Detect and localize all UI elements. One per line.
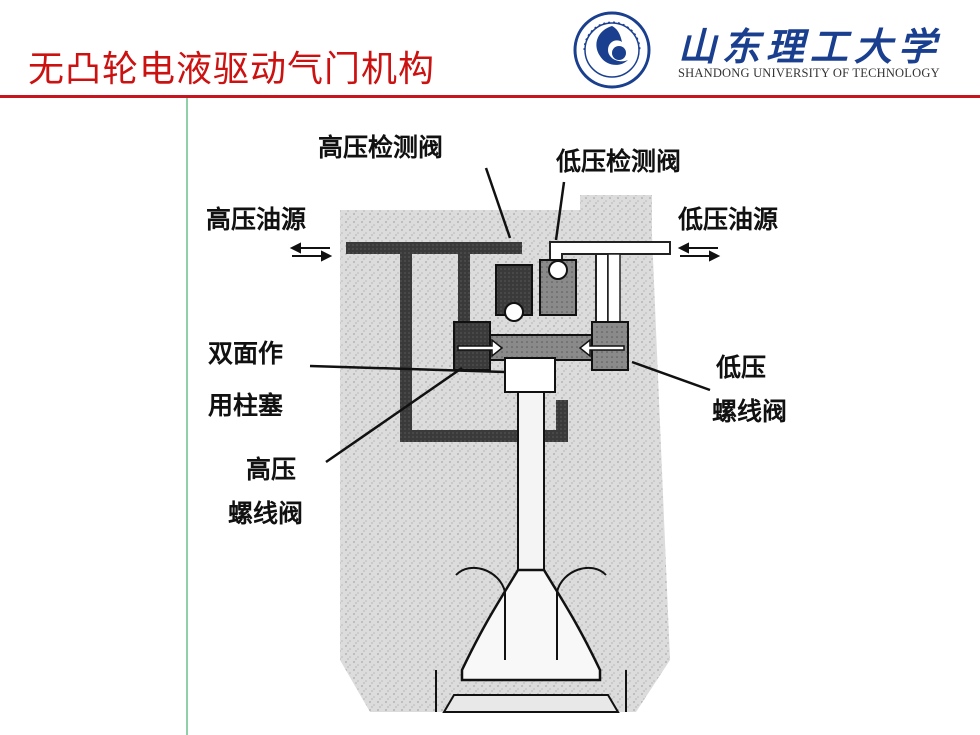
university-name-en: SHANDONG UNIVERSITY OF TECHNOLOGY [678,66,940,80]
engine-block-background [340,195,670,712]
leader-lp-solenoid [631,360,711,392]
valve-stem [517,391,545,593]
header-divider [0,95,980,98]
university-name-cn: 山东理工大学 [678,24,943,69]
label-hp-oil-source: 高压油源 [206,205,307,234]
valve-mechanism-diagram: 高压检测阀 低压检测阀 高压油源 低压油源 双面作 用柱塞 低压 螺线阀 高压 … [200,100,840,730]
hp-check-valve-ball [504,302,524,322]
label-hp-check-valve: 高压检测阀 [318,133,444,162]
valve-seat [442,694,620,713]
hp-flow-arrow [457,338,504,358]
hp-source-arrows [289,242,333,262]
label-double-plunger-line2: 用柱塞 [208,391,284,420]
university-logo: 山东理工大学 SHANDONG UNIVERSITY OF TECHNOLOGY [572,6,972,94]
leader-double-plunger [309,364,506,374]
hp-supply-line [346,242,522,254]
label-lp-check-valve: 低压检测阀 [556,147,682,176]
left-margin-line [186,98,188,735]
leader-hp-check [484,167,512,239]
double-acting-plunger [504,357,556,393]
hp-vertical-line-mid [458,242,470,337]
valve-head [460,568,602,682]
label-hp-solenoid-line1: 高压 [246,455,297,484]
label-double-plunger-line1: 双面作 [208,339,284,368]
slide-title: 无凸轮电液驱动气门机构 [28,49,436,90]
label-lp-solenoid-line2: 螺线阀 [712,397,788,426]
hp-vertical-line-left [400,242,412,442]
lp-source-arrows [677,242,721,262]
university-emblem-icon [573,11,651,89]
valve-guide-outline [455,566,607,660]
label-hp-solenoid-line2: 螺线阀 [228,499,304,528]
plunger-chamber [489,334,593,361]
leader-lp-check [554,181,566,241]
lp-check-valve-ball [548,260,568,280]
leader-hp-solenoid [325,366,463,464]
label-lp-solenoid-line1: 低压 [716,353,767,382]
diagram-drawing [289,167,721,713]
label-lp-oil-source: 低压油源 [678,205,779,234]
lp-flow-arrow [578,338,625,358]
hp-return-right [556,400,568,442]
